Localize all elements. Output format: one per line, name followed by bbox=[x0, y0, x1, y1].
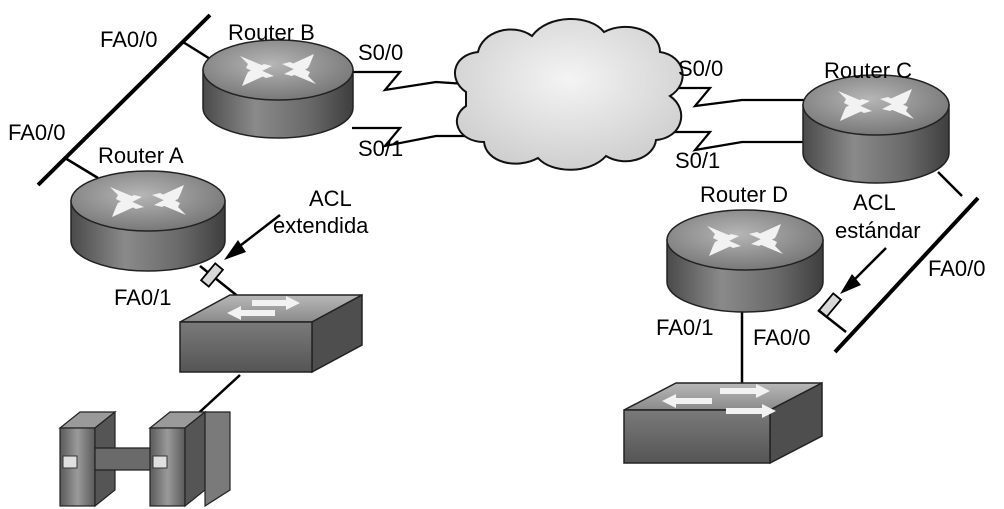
router-a-label: Router A bbox=[98, 143, 184, 168]
interface-a-fa01: FA0/1 bbox=[114, 285, 171, 310]
acl-marker-standard bbox=[817, 292, 843, 318]
acl-extended-line2: extendida bbox=[273, 213, 369, 238]
wan-cloud bbox=[454, 18, 684, 171]
router-d bbox=[666, 209, 824, 313]
interface-b-s01: S0/1 bbox=[358, 136, 403, 161]
interface-d-fa01: FA0/1 bbox=[656, 315, 713, 340]
switch-left bbox=[179, 293, 363, 374]
router-a bbox=[70, 170, 226, 272]
acl-extended-line1: ACL bbox=[309, 186, 352, 211]
interface-c-fa00: FA0/0 bbox=[928, 256, 985, 281]
router-c bbox=[802, 74, 950, 184]
acl-marker-extended bbox=[199, 262, 225, 288]
switch-right bbox=[623, 381, 823, 465]
interface-b-s00: S0/0 bbox=[358, 40, 403, 65]
interface-c-s00: S0/0 bbox=[678, 56, 723, 81]
router-c-label: Router C bbox=[824, 58, 912, 83]
server-icon bbox=[58, 410, 231, 508]
switch-arrows-icon bbox=[662, 384, 776, 418]
acl-arrow-standard-icon bbox=[840, 247, 887, 294]
acl-standard-line2: estándar bbox=[835, 218, 921, 243]
switch-arrows-icon bbox=[227, 296, 300, 320]
serial-links bbox=[352, 70, 805, 152]
interface-a-fa00: FA0/0 bbox=[8, 120, 65, 145]
router-b bbox=[202, 39, 354, 139]
acl-standard-line1: ACL bbox=[853, 190, 896, 215]
acl-arrow-extended-icon bbox=[224, 214, 281, 260]
link-routera-switch bbox=[199, 265, 241, 299]
interface-c-s01: S0/1 bbox=[675, 148, 720, 173]
router-d-label: Router D bbox=[700, 182, 788, 207]
router-b-label: Router B bbox=[228, 20, 315, 45]
interface-b-fa00: FA0/0 bbox=[100, 27, 157, 52]
interface-d-fa00: FA0/0 bbox=[753, 325, 810, 350]
